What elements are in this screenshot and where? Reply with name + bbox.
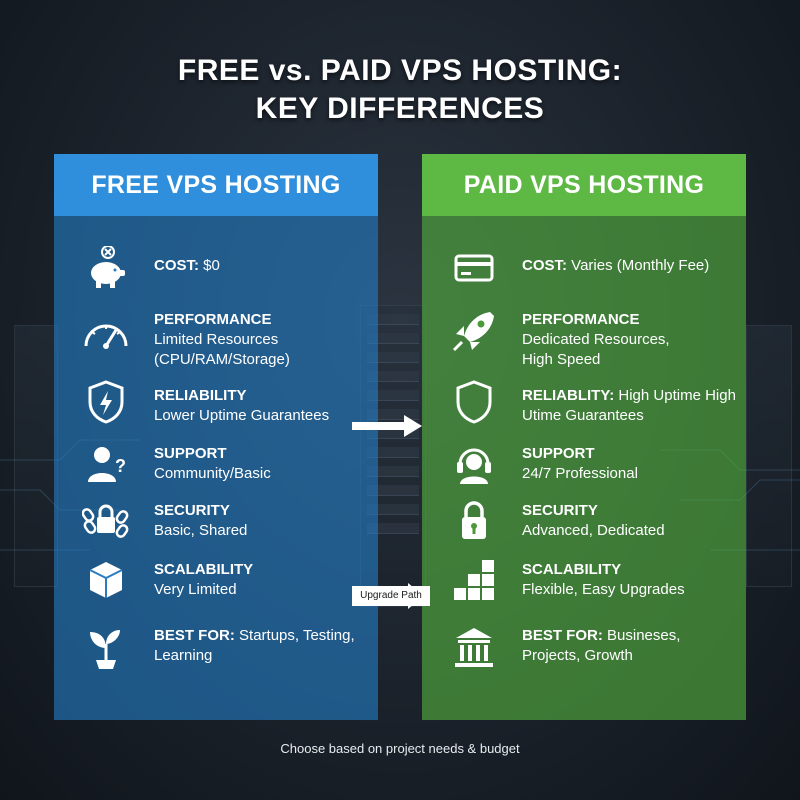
paid-security-value: Advanced, Dedicated — [522, 522, 665, 539]
footer-note: Choose based on project needs & budget — [280, 741, 520, 756]
paid-performance-value: Dedicated Resources, High Speed — [522, 331, 670, 368]
box-icon — [82, 558, 130, 602]
free-security-value: Basic, Shared — [154, 522, 248, 539]
free-cost-label: COST: — [154, 257, 199, 274]
free-scalability-value: Very Limited — [154, 581, 237, 598]
headset-icon — [450, 442, 498, 486]
chain-lock-icon — [81, 499, 130, 543]
paid-support-value: 24/7 Professional — [522, 465, 638, 482]
free-best-for-value: Startups, Testing, Learning — [154, 627, 355, 664]
free-cost-value: $0 — [203, 257, 220, 274]
credit-card-icon — [450, 246, 498, 290]
comparison-arrow-icon — [352, 415, 422, 437]
paid-reliability-value: High Uptime High Utime Guarantees — [522, 387, 736, 424]
paid-panel-header: PAID VPS HOSTING — [422, 154, 746, 216]
person-question-icon: ? — [82, 442, 130, 486]
rocket-icon — [450, 310, 498, 354]
free-security-label: SECURITY — [154, 502, 230, 519]
free-performance-value: Limited Resources (CPU/RAM/Storage) — [154, 331, 290, 368]
title-line-1: FREE vs. PAID VPS HOSTING: — [177, 54, 623, 87]
free-reliability-label: RELIABILITY — [154, 387, 247, 404]
paid-reliability-label: RELIABLITY: — [522, 387, 615, 404]
bank-building-icon — [450, 626, 498, 670]
paid-security-label: SECURITY — [522, 502, 598, 519]
paid-scalability-label: SCALABILITY — [522, 561, 622, 578]
shield-bolt-icon — [82, 380, 130, 424]
lock-icon — [450, 499, 498, 543]
paid-cost-value: Varies (Monthly Fee) — [571, 257, 710, 274]
free-reliability-value: Lower Uptime Guarantees — [154, 407, 330, 424]
free-best-for-label: BEST FOR: — [154, 627, 235, 644]
paid-best-for-label: BEST FOR: — [522, 627, 603, 644]
svg-text:?: ? — [115, 456, 126, 476]
server-rack-right — [746, 325, 792, 587]
page-title: FREE vs. PAID VPS HOSTING: KEY DIFFERENC… — [0, 52, 800, 128]
upgrade-path-label: Upgrade Path — [352, 586, 430, 606]
speedometer-icon — [82, 310, 130, 354]
shield-icon — [450, 380, 498, 424]
piggy-bank-icon — [82, 245, 130, 290]
free-panel-header: FREE VPS HOSTING — [54, 154, 378, 216]
paid-vps-panel: PAID VPS HOSTING COST: Varies (Monthly F… — [422, 154, 746, 720]
paid-cost-label: COST: — [522, 257, 567, 274]
free-vps-panel: FREE VPS HOSTING COST: $0 PERFORMANCE Li… — [54, 154, 378, 720]
free-scalability-label: SCALABILITY — [154, 561, 254, 578]
stacked-boxes-icon — [450, 558, 498, 602]
free-performance-label: PERFORMANCE — [154, 311, 272, 328]
paid-performance-label: PERFORMANCE — [522, 311, 640, 328]
paid-scalability-value: Flexible, Easy Upgrades — [522, 581, 685, 598]
free-support-value: Community/Basic — [154, 465, 271, 482]
paid-support-label: SUPPORT — [522, 445, 595, 462]
free-support-label: SUPPORT — [154, 445, 227, 462]
title-line-2: KEY DIFFERENCES — [255, 92, 545, 125]
server-rack-left — [14, 325, 58, 587]
sprout-icon — [82, 626, 130, 670]
paid-best-for-value: Busineses, Projects, Growth — [522, 627, 681, 664]
